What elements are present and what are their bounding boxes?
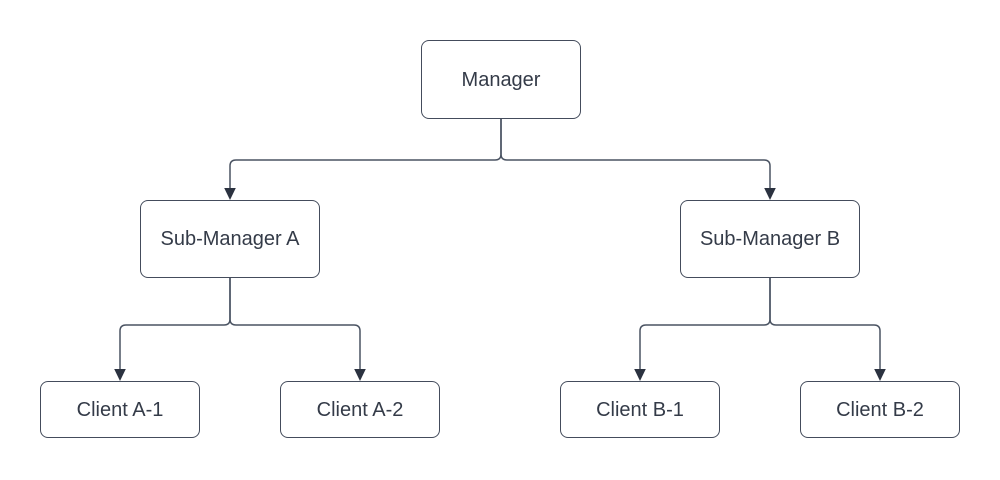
edge-manager-to-submanager-b (500, 119, 776, 200)
edge-submanager-b-to-client-b2 (769, 278, 886, 381)
edge-line (119, 278, 231, 370)
node-manager: Manager (421, 40, 581, 119)
node-client-b1: Client B-1 (560, 381, 720, 438)
edge-submanager-a-to-client-a2 (229, 278, 366, 381)
arrowhead-icon (764, 188, 776, 200)
edge-submanager-b-to-client-b1 (634, 278, 771, 381)
node-submanager-b: Sub-Manager B (680, 200, 860, 278)
edge-submanager-a-to-client-a1 (114, 278, 231, 381)
edge-line (639, 278, 771, 370)
arrowhead-icon (114, 369, 126, 381)
edge-manager-to-submanager-a (224, 119, 502, 200)
node-client-b2-label: Client B-2 (836, 398, 924, 421)
node-client-b1-label: Client B-1 (596, 398, 684, 421)
node-client-a1: Client A-1 (40, 381, 200, 438)
node-submanager-b-label: Sub-Manager B (699, 228, 841, 250)
arrowhead-icon (354, 369, 366, 381)
node-client-a2-label: Client A-2 (316, 398, 404, 421)
edge-line (500, 119, 771, 189)
edge-line (769, 278, 881, 370)
arrowhead-icon (874, 369, 886, 381)
node-client-b2: Client B-2 (800, 381, 960, 438)
edge-line (229, 119, 502, 189)
node-client-a2: Client A-2 (280, 381, 440, 438)
node-manager-label: Manager (461, 68, 541, 91)
node-submanager-a-label: Sub-Manager A (160, 228, 300, 250)
arrowhead-icon (224, 188, 236, 200)
node-submanager-a: Sub-Manager A (140, 200, 320, 278)
arrowhead-icon (634, 369, 646, 381)
edge-line (229, 278, 361, 370)
node-client-a1-label: Client A-1 (76, 398, 164, 421)
